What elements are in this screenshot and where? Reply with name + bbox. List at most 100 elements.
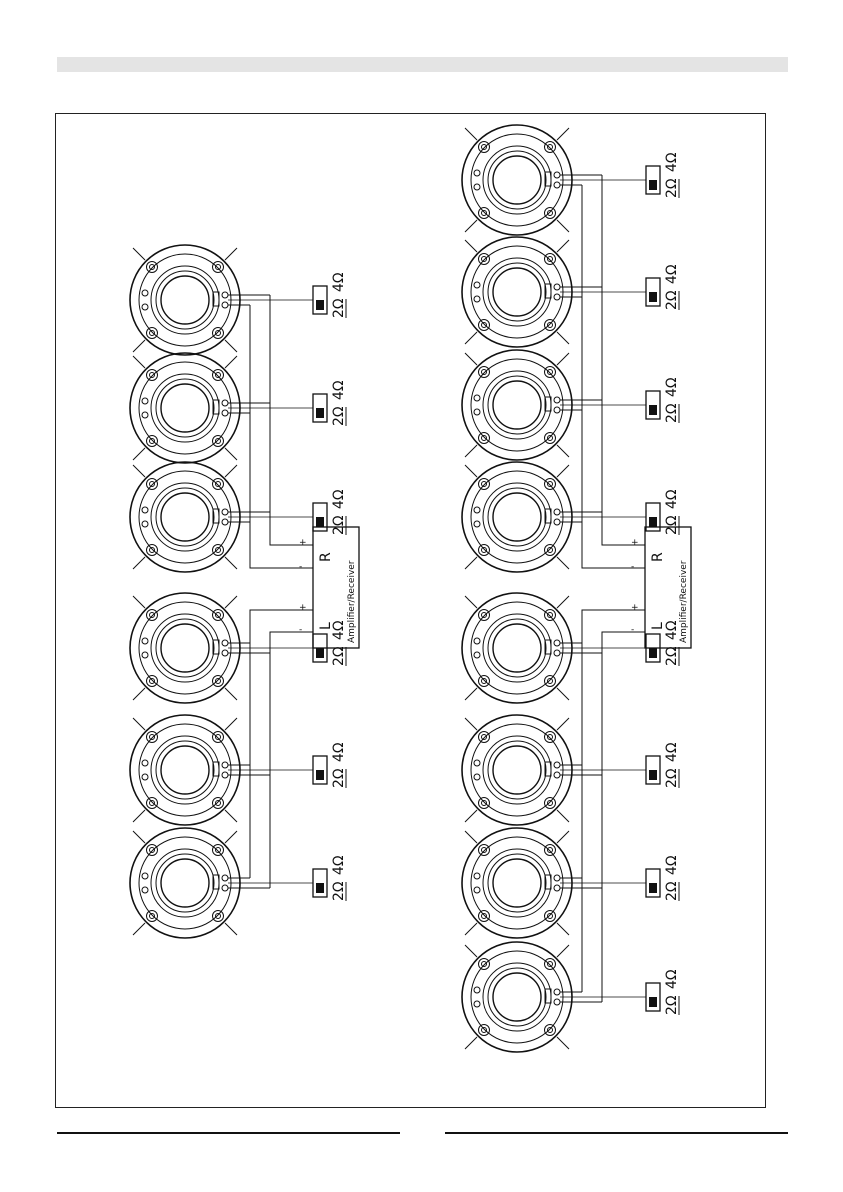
speaker-cone [160,623,210,673]
speaker-outer-ring [461,349,573,461]
mounting-screw [146,731,158,743]
basket-rib [464,352,478,366]
mounting-screw-head [149,547,155,553]
label-2-ohm: 2Ω [664,881,680,901]
mounting-screw-head [215,438,221,444]
mounting-screw [478,319,490,331]
dot [473,759,481,767]
mounting-screw [146,544,158,556]
speaker-outer-ring [129,592,241,704]
speaker-basket [470,836,564,930]
switch-body [312,755,328,785]
basket-rib [556,127,570,141]
mounting-screw-head [215,734,221,740]
terminal-plus: + [299,538,307,548]
label-4-ohm: 4Ω [331,742,347,762]
terminal-positive [221,639,229,647]
switch-body [645,277,661,307]
mounting-screw-head [149,678,155,684]
mounting-screw-head [547,678,553,684]
basket-rib [132,464,146,478]
impedance-switch-mini [212,508,220,524]
mounting-screw [544,319,556,331]
switch-slider [649,648,657,658]
mounting-screw [146,675,158,687]
mounting-screw-head [149,481,155,487]
mounting-screw-head [481,847,487,853]
speaker-cone [492,972,542,1022]
dot [141,872,149,880]
speaker-basket [470,723,564,817]
basket-rib [464,464,478,478]
bus-negative-left [269,631,313,888]
label-2-ohm: 2Ω [664,646,680,666]
mounting-screw [212,675,224,687]
speaker-basket [470,470,564,564]
mounting-screw [212,261,224,273]
basket-rib [464,1036,478,1050]
basket-rib [556,464,570,478]
speaker-cone [160,745,210,795]
speaker-basket [470,245,564,339]
mounting-screw [478,366,490,378]
label-2-ohm: 2Ω [331,646,347,666]
mounting-screw [146,910,158,922]
basket-rib [464,556,478,570]
speaker-cone [160,492,210,542]
basket-rib [224,595,238,609]
switch-slider [316,408,324,418]
terminal-plus: + [631,538,639,548]
dot [141,759,149,767]
switch-body [645,502,661,532]
speaker [129,827,241,939]
dot [141,303,149,311]
speaker-surround-inner [487,150,547,210]
speaker-outer-ring [461,592,573,704]
label-2-ohm: 2Ω [331,406,347,426]
speaker [461,941,573,1053]
speaker-basket [470,133,564,227]
mounting-screw [212,327,224,339]
basket-rib [556,944,570,958]
switch-body [645,868,661,898]
bus-positive-right [269,295,313,546]
switch-slider [316,517,324,527]
terminal-negative [221,884,229,892]
dot [473,394,481,402]
basket-rib [556,1036,570,1050]
dot [141,520,149,528]
basket-rib [224,830,238,844]
mounting-screw [544,207,556,219]
impedance-switch-mini [544,639,552,655]
speaker-cone [160,858,210,908]
basket-rib [464,595,478,609]
switch-slider [649,180,657,190]
mounting-screw-head [215,800,221,806]
mounting-screw-head [547,144,553,150]
terminal-positive [221,399,229,407]
basket-rib [556,922,570,936]
switch-slider [316,300,324,310]
terminal-negative [553,771,561,779]
dot [141,773,149,781]
switch-slider [649,883,657,893]
mounting-screw-head [547,547,553,553]
bus-positive-left [249,609,313,878]
terminal-positive [221,874,229,882]
speaker-surround-inner [487,740,547,800]
mounting-screw [212,731,224,743]
mounting-screw-head [481,369,487,375]
speaker-surround-inner [487,853,547,913]
mounting-screw-head [547,435,553,441]
mounting-screw-head [215,264,221,270]
speaker-basket [138,723,232,817]
bus-negative-left [601,631,645,1002]
mounting-screw [544,432,556,444]
